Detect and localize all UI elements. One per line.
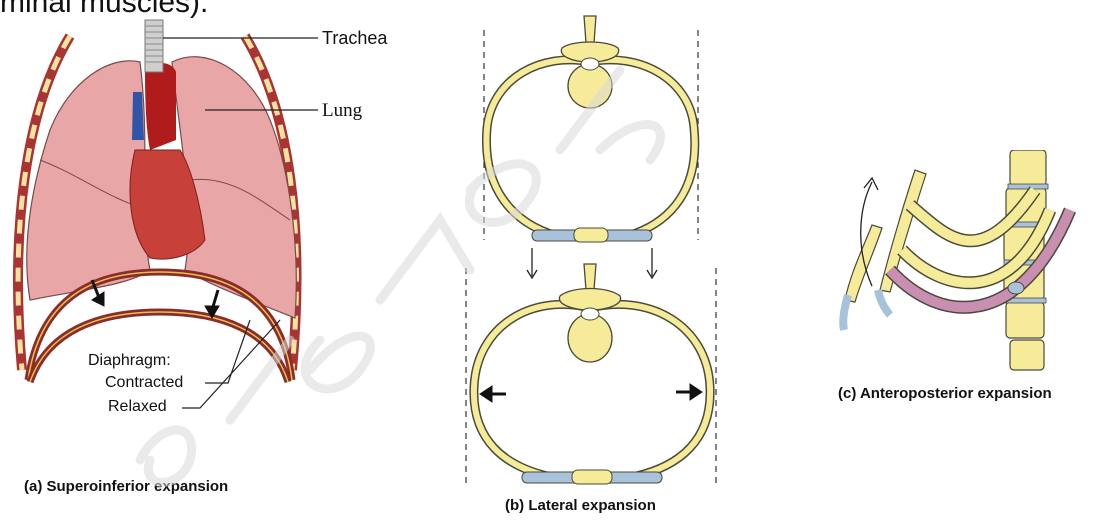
- diaphragm-label: Diaphragm:: [88, 352, 171, 370]
- aorta: [145, 63, 176, 150]
- lateral-arrow-icon: [480, 384, 702, 402]
- trachea-label: Trachea: [322, 28, 387, 49]
- relaxed-label: Relaxed: [108, 398, 167, 416]
- panel-a-caption: (a) Superoinferior expansion: [24, 478, 228, 495]
- panel-a-thorax: [0, 0, 400, 420]
- trachea: [145, 20, 163, 72]
- vena-cava: [132, 92, 144, 140]
- contracted-label: Contracted: [105, 374, 183, 392]
- panel-b-ribs: [462, 8, 722, 508]
- panel-c-caption: (c) Anteroposterior expansion: [838, 385, 1052, 402]
- panel-b-caption: (b) Lateral expansion: [505, 497, 656, 514]
- lung-label: Lung: [322, 100, 362, 122]
- panel-c-ribs: [820, 150, 1099, 420]
